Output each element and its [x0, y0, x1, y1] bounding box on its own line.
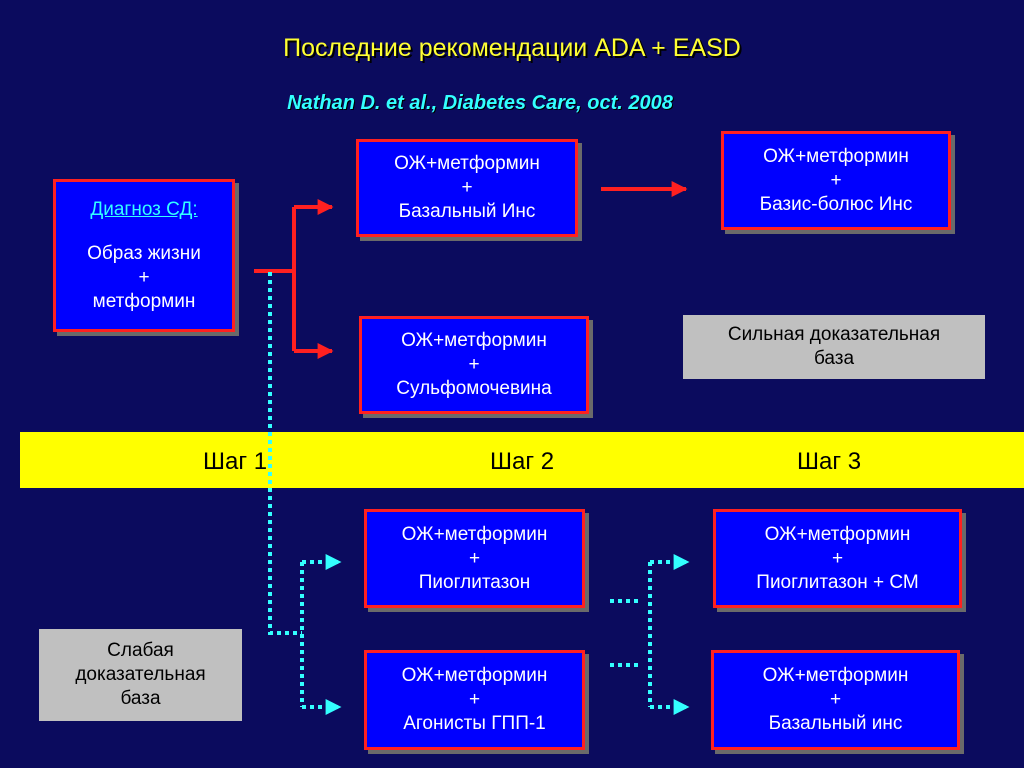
- step-3-label: Шаг 3: [797, 448, 862, 475]
- box-line: ОЖ+метформин: [401, 330, 547, 351]
- weak-evidence-label: Слабая доказательная база: [39, 629, 242, 721]
- page-title: Последние рекомендации ADA + EASD: [283, 34, 741, 62]
- label-line: Сильная доказательная: [727, 324, 941, 345]
- pioglitazone-sm-box: ОЖ+метформин + Пиоглитазон + СМ: [713, 509, 962, 608]
- citation: Nathan D. et al., Diabetes Care, oct. 20…: [287, 92, 673, 114]
- box-line: Базальный Инс: [398, 201, 536, 222]
- sulfonylurea-box: ОЖ+метформин + Сульфомочевина: [359, 316, 589, 414]
- box-line: +: [468, 354, 480, 375]
- weak-stem-line: [268, 272, 302, 635]
- box-line: Агонисты ГПП-1: [403, 713, 546, 734]
- basal-insulin-box: ОЖ+метформин + Базальный Инс: [356, 139, 578, 237]
- step-2-label: Шаг 2: [490, 448, 555, 475]
- box-line: Пиоглитазон: [418, 571, 531, 593]
- box-line: +: [829, 689, 842, 710]
- basal-ins-box: ОЖ+метформин + Базальный инс: [711, 650, 960, 750]
- diagnosis-label: Диагноз СД:: [90, 198, 198, 220]
- label-line: база: [120, 688, 161, 709]
- diagnosis-line-2: +: [138, 266, 150, 288]
- label-line: Слабая: [107, 640, 174, 661]
- box-line: ОЖ+метформин: [764, 523, 911, 545]
- box-line: ОЖ+метформин: [401, 665, 548, 686]
- box-line: ОЖ+метформин: [401, 523, 548, 545]
- box-line: ОЖ+метформин: [763, 145, 909, 167]
- box-line: +: [468, 547, 481, 569]
- step-band: [20, 432, 1024, 488]
- box-line: Базальный инс: [768, 713, 903, 734]
- box-line: +: [831, 547, 844, 569]
- strong-evidence-label: Сильная доказательная база: [683, 315, 985, 379]
- diagnosis-line-1: Образ жизни: [87, 242, 201, 264]
- box-line: +: [461, 177, 473, 198]
- box-line: Пиоглитазон + СМ: [756, 571, 919, 593]
- diagnosis-box: Диагноз СД: Образ жизни + метформин: [53, 179, 235, 332]
- box-line: ОЖ+метформин: [394, 153, 540, 174]
- diagnosis-line-3: метформин: [92, 290, 196, 312]
- glp1-agonists-box: ОЖ+метформин + Агонисты ГПП-1: [364, 650, 585, 750]
- box-line: +: [468, 689, 481, 710]
- box-line: Базис-болюс Инс: [759, 193, 913, 215]
- basis-bolus-box: ОЖ+метформин + Базис-болюс Инс: [721, 131, 951, 230]
- label-line: база: [813, 348, 855, 369]
- box-line: Сульфомочевина: [396, 378, 552, 399]
- step-1-label: Шаг 1: [203, 448, 268, 475]
- label-line: доказательная: [75, 664, 206, 685]
- pioglitazone-box: ОЖ+метформин + Пиоглитазон: [364, 509, 585, 608]
- box-line: ОЖ+метформин: [762, 665, 909, 686]
- box-line: +: [830, 169, 842, 191]
